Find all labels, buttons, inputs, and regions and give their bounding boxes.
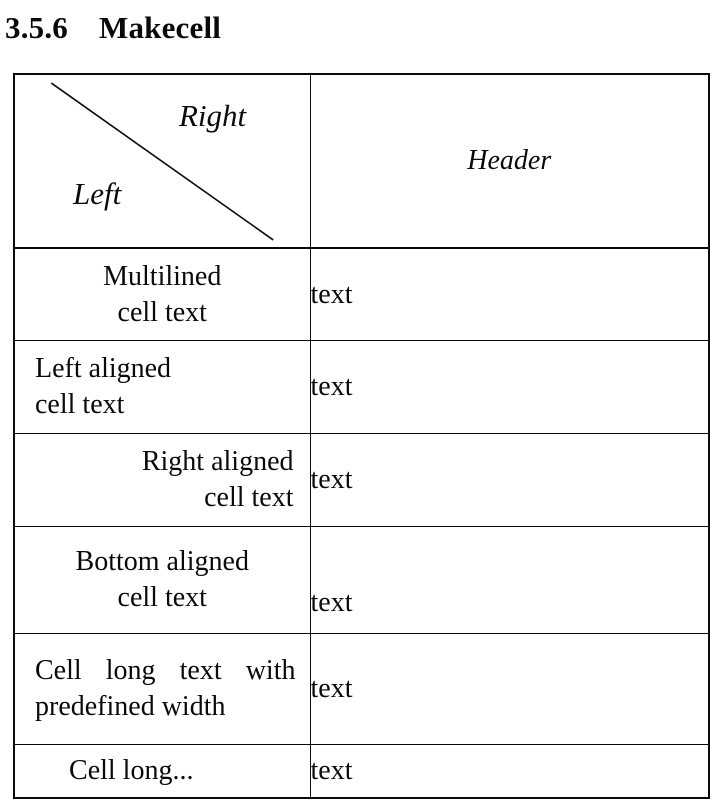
cell-text: text xyxy=(309,340,710,434)
table-row: Right aligned cell text text xyxy=(13,433,710,527)
cell-text: text xyxy=(309,633,710,745)
cell-text: text xyxy=(309,433,710,527)
section-heading: 3.5.6 Makecell xyxy=(5,10,221,46)
table-row: Bottom aligned cell text text xyxy=(13,526,710,634)
section-number: 3.5.6 xyxy=(5,10,68,45)
table-row: Multilined cell text text xyxy=(13,247,710,341)
corner-label-left: Left xyxy=(73,176,122,211)
cell-text: text xyxy=(309,526,710,634)
table-row: Cell long text with predefined width tex… xyxy=(13,633,710,745)
cell-truncated: Cell long... xyxy=(13,744,311,799)
diagonal-line xyxy=(50,82,274,241)
cell-left-aligned: Left aligned cell text xyxy=(13,340,311,434)
cell-text: text xyxy=(309,247,710,341)
cell-text: text xyxy=(309,744,710,799)
cell-multilined: Multilined cell text xyxy=(13,247,311,341)
table-header-row: Right Left Header xyxy=(13,73,710,249)
cell-right-aligned: Right aligned cell text xyxy=(13,433,311,527)
corner-label-right: Right xyxy=(179,98,247,133)
table-row: Cell long... text xyxy=(13,744,710,799)
header-cell: Header xyxy=(309,73,710,249)
cell-bottom-aligned: Bottom aligned cell text xyxy=(13,526,311,634)
cell-predefined-width: Cell long text with predefined width xyxy=(13,633,311,745)
table-row: Left aligned cell text text xyxy=(13,340,710,434)
makecell-demo-table: Right Left Header Multilined cell text t… xyxy=(13,73,710,799)
section-title: Makecell xyxy=(99,10,222,45)
header-corner-cell: Right Left xyxy=(13,73,311,249)
